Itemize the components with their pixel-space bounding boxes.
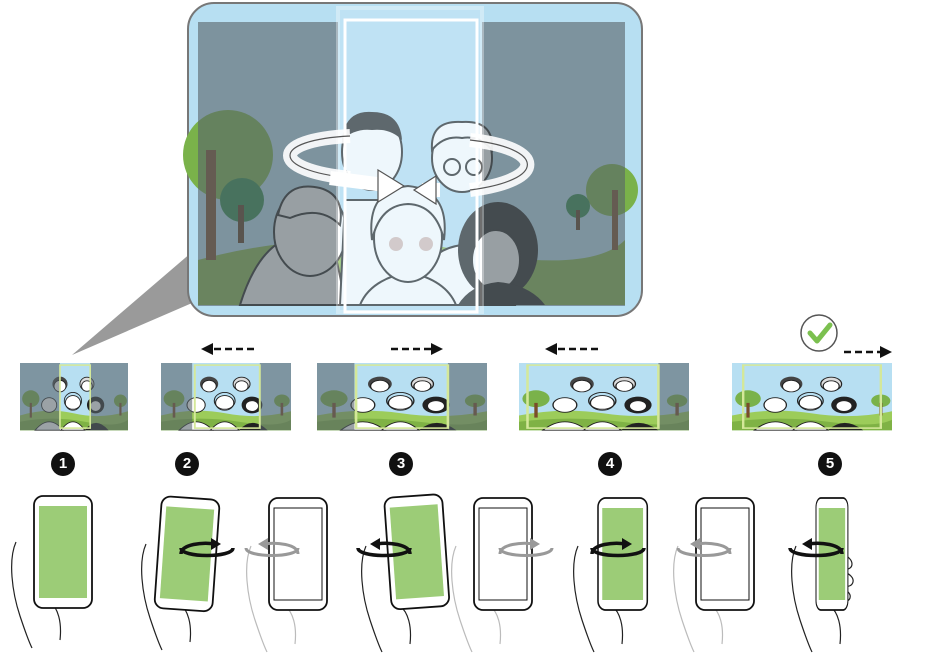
- step-badge-1: 1: [51, 452, 75, 476]
- thumbnail-2: [161, 363, 291, 430]
- phone-ghost-c: [674, 498, 754, 652]
- pan-right-arrow-icon: [844, 346, 892, 358]
- thumbnail-1: [20, 363, 128, 430]
- thumbnail-4: [519, 363, 689, 430]
- phone-step-3: [362, 494, 450, 652]
- phone-step-2: [142, 496, 220, 650]
- thumbnail-5: [732, 363, 892, 430]
- step-badge-4: 4: [598, 452, 622, 476]
- phone-step-1: [12, 496, 92, 648]
- enlarged-scene: [183, 3, 642, 316]
- phone-step-5: [792, 498, 854, 652]
- step-badge-3: 3: [389, 452, 413, 476]
- pan-left-arrow-icon: [545, 343, 600, 355]
- zoom-pointer: [72, 246, 199, 355]
- pan-right-arrow-icon: [391, 343, 443, 355]
- phone-ghost-a: [247, 498, 327, 652]
- phone-ghost-b: [452, 498, 532, 652]
- checkmark-icon: [801, 315, 837, 351]
- step-badge-5: 5: [818, 452, 842, 476]
- pan-left-arrow-icon: [201, 343, 256, 355]
- thumbnail-3: [317, 363, 487, 430]
- step-badge-2: 2: [175, 452, 199, 476]
- phone-step-4: [574, 498, 648, 652]
